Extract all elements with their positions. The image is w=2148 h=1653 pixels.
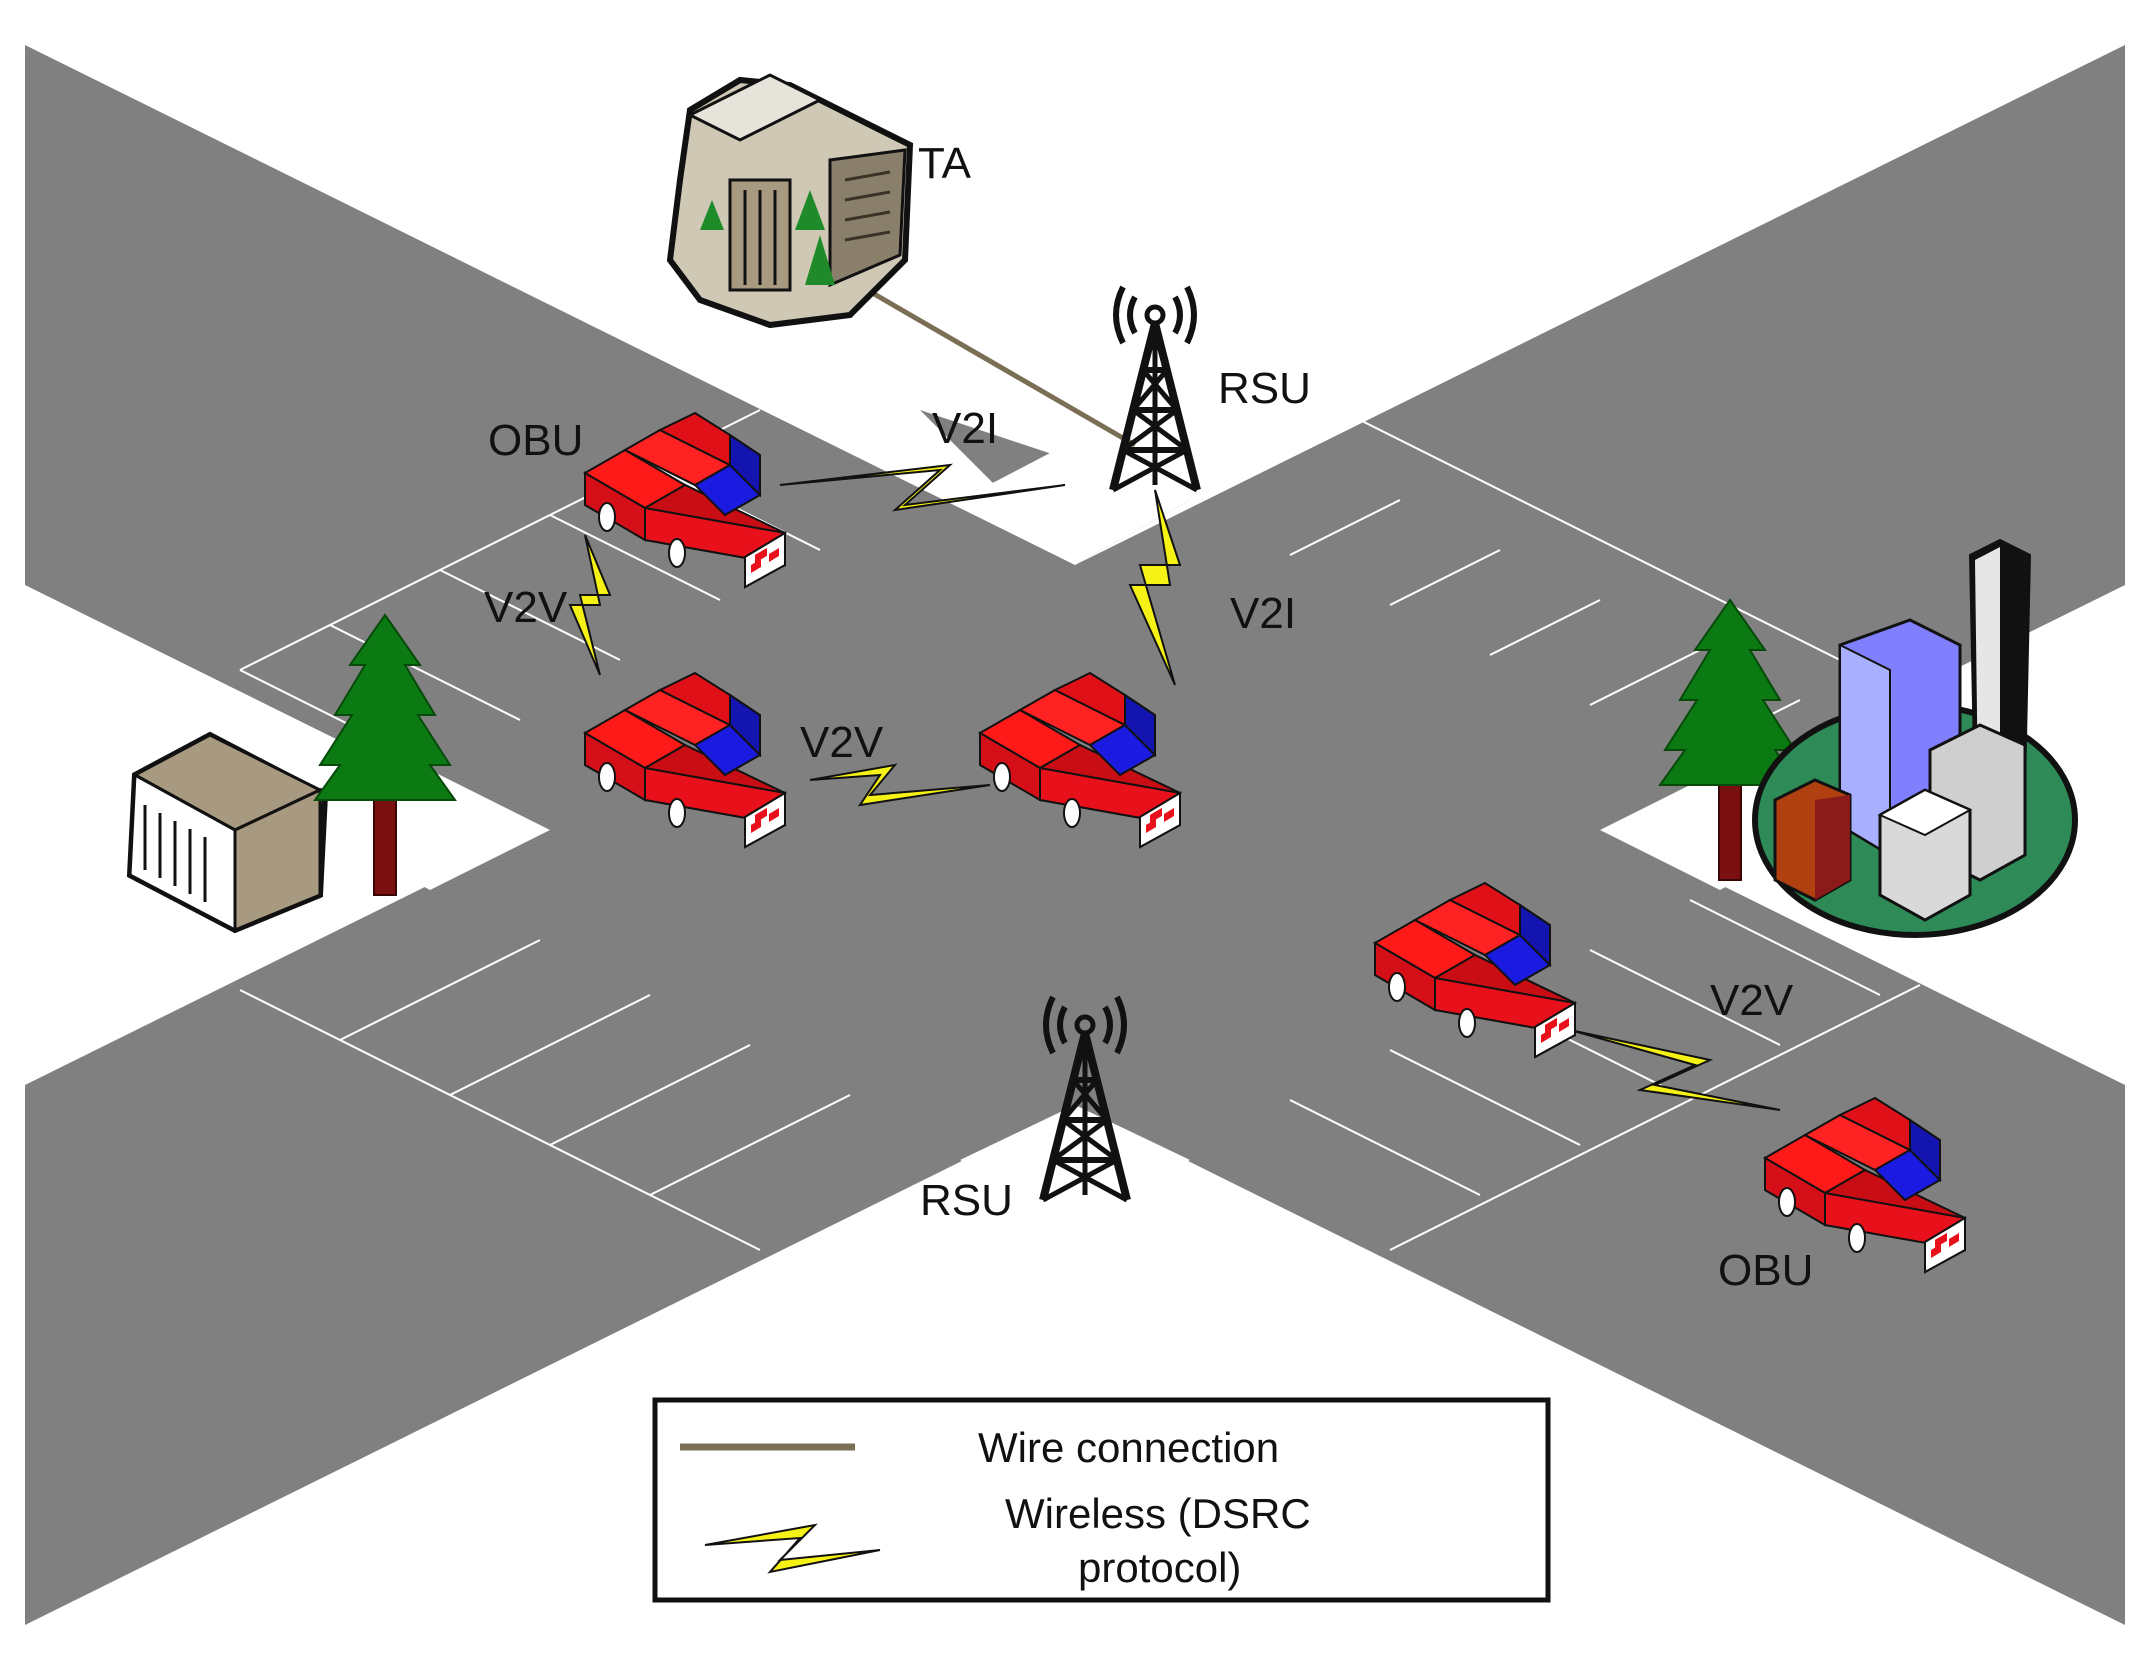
rsu-top-label: RSU (1218, 364, 1311, 413)
road-network (25, 45, 2125, 1625)
sidewalk-top (960, 440, 1190, 565)
legend-wireless-swatch (704, 1523, 881, 1574)
wire-connection-ta-rsu (848, 277, 1137, 448)
legend-wireless-label-2: protocol) (1078, 1544, 1241, 1591)
small-building-icon (126, 731, 329, 934)
rsu-bottom-label: RSU (920, 1176, 1013, 1225)
rsu-tower-top-icon (1113, 287, 1197, 490)
wireless-link-v2v-vertical (568, 534, 612, 676)
obu-left-label: OBU (488, 416, 583, 465)
v2i-left-label: V2I (932, 404, 998, 453)
v2i-right-label: V2I (1230, 589, 1296, 638)
city-buildings-icon (1752, 538, 2078, 938)
wireless-link-v2v-middle (809, 763, 991, 807)
v2v-right-label: V2V (1710, 976, 1794, 1025)
v2v-middle-label: V2V (800, 718, 884, 767)
wireless-links (568, 463, 1781, 1111)
obu-right-label: OBU (1718, 1246, 1813, 1295)
v2v-vertical-label: V2V (484, 583, 568, 632)
ta-building-icon (666, 73, 914, 329)
legend-wireless-label-1: Wireless (DSRC (1005, 1490, 1311, 1537)
ta-label: TA (918, 139, 972, 188)
legend-wire-label: Wire connection (978, 1424, 1279, 1471)
legend: Wire connection Wireless (DSRC protocol) (652, 1397, 1551, 1603)
wireless-link-v2i-left (779, 463, 1066, 512)
wireless-link-v2i-right (1128, 489, 1182, 686)
wireless-link-v2v-right (1569, 1029, 1781, 1111)
legend-box (652, 1397, 1551, 1603)
